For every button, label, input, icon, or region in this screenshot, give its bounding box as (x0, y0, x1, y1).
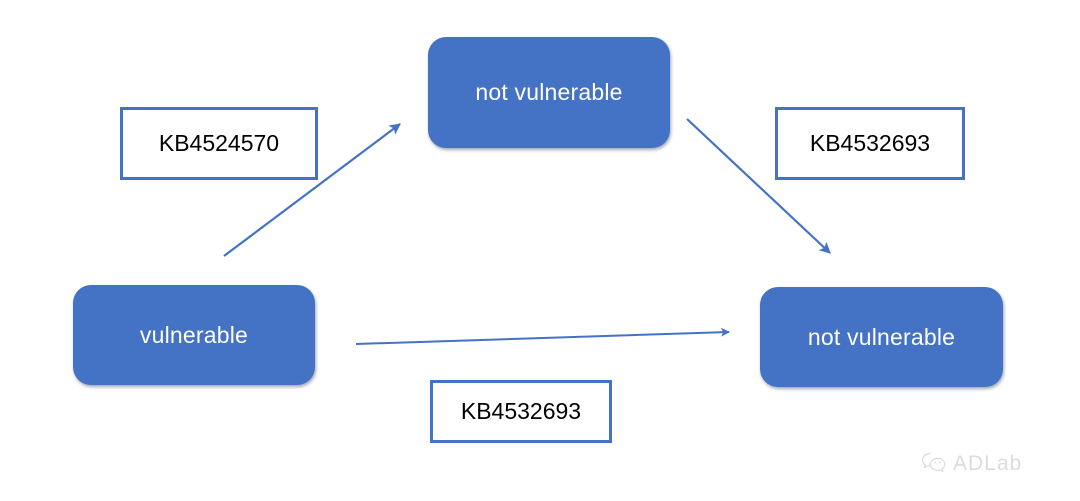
edge-label-kb4524570[interactable]: KB4524570 (120, 107, 318, 180)
edge-label-text: KB4532693 (809, 130, 931, 156)
edge-label-text: KB4524570 (158, 130, 280, 156)
watermark: ADLab (921, 452, 1022, 474)
node-vulnerable[interactable]: vulnerable (73, 285, 315, 385)
watermark-text: ADLab (953, 451, 1023, 475)
edge-label-text: KB4532693 (460, 398, 582, 424)
edge-label-kb4532693-top[interactable]: KB4532693 (775, 107, 965, 180)
arrow-vulnerable-to-not-vulnerable-right (355, 327, 730, 345)
node-label: vulnerable (139, 321, 249, 348)
edge-label-kb4532693-bottom[interactable]: KB4532693 (430, 380, 612, 443)
node-label: not vulnerable (807, 323, 956, 350)
node-not-vulnerable-right[interactable]: not vulnerable (760, 287, 1003, 387)
wechat-icon (921, 452, 947, 474)
node-label: not vulnerable (475, 79, 623, 105)
node-not-vulnerable-top[interactable]: not vulnerable (428, 37, 670, 148)
